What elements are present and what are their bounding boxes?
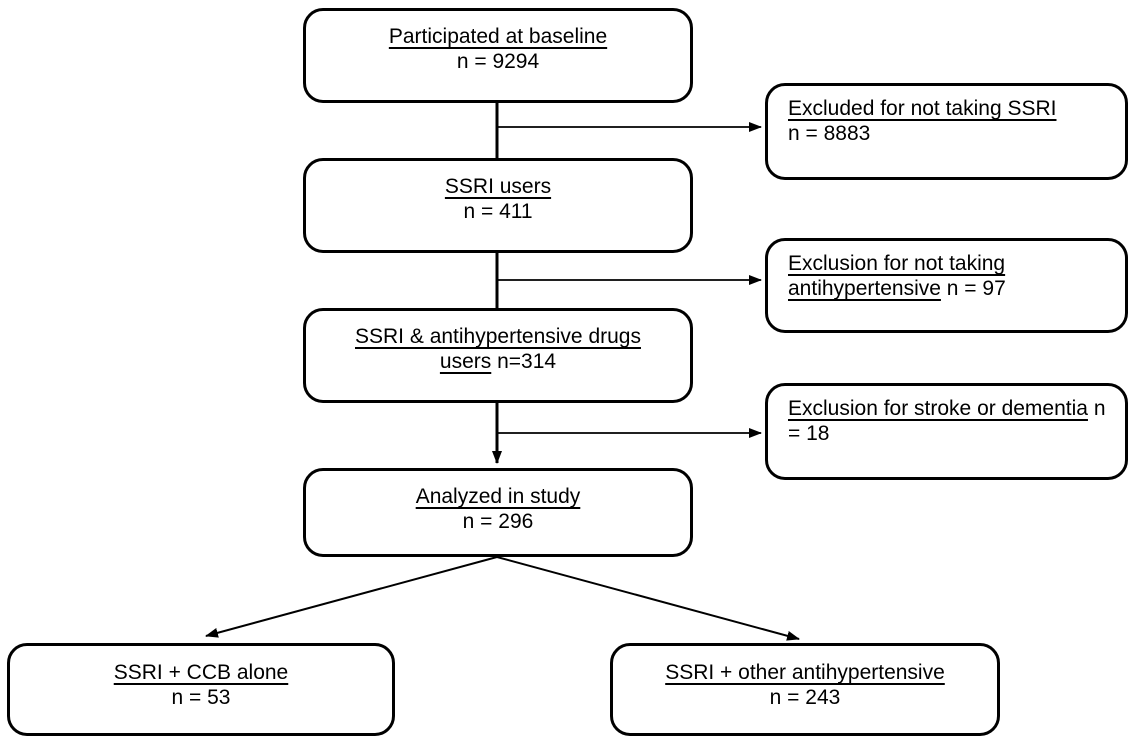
exclusion-box-stroke-or-dementia: Exclusion for stroke or dementia n = 18 bbox=[765, 383, 1128, 480]
box-label: SSRI & antihypertensive drugs users bbox=[355, 325, 641, 373]
box-count: n = 18 bbox=[788, 397, 1106, 445]
box-count: n = 9294 bbox=[456, 50, 540, 73]
box-count: n=314 bbox=[497, 350, 557, 373]
flow-box-ssri-users: SSRI users n = 411 bbox=[303, 158, 693, 253]
flow-box-ssri-antihypertensive-users: SSRI & antihypertensive drugs users n=31… bbox=[303, 308, 693, 403]
box-label: Exclusion for not taking antihypertensiv… bbox=[788, 252, 1006, 300]
box-label: Exclusion for stroke or dementia bbox=[788, 397, 1088, 420]
box-count: n = 97 bbox=[946, 277, 1006, 300]
connector-analyzed-to-ssri-other bbox=[496, 556, 800, 641]
box-count: n = 8883 bbox=[788, 122, 871, 145]
exclusion-box-not-taking-antihypertensive: Exclusion for not taking antihypertensiv… bbox=[765, 238, 1128, 333]
box-count: n = 53 bbox=[171, 686, 231, 709]
flow-box-participated-baseline: Participated at baseline n = 9294 bbox=[303, 8, 693, 103]
box-label: SSRI + CCB alone bbox=[113, 661, 289, 684]
box-label: Excluded for not taking SSRI bbox=[788, 97, 1057, 120]
outcome-box-ssri-other-antihypertensive: SSRI + other antihypertensive n = 243 bbox=[610, 643, 1000, 736]
outcome-box-ssri-ccb-alone: SSRI + CCB alone n = 53 bbox=[7, 643, 395, 736]
box-label: Analyzed in study bbox=[415, 485, 581, 508]
box-label: SSRI users bbox=[444, 175, 552, 198]
box-count: n = 411 bbox=[463, 200, 533, 223]
exclusion-box-not-taking-ssri: Excluded for not taking SSRI n = 8883 bbox=[765, 83, 1128, 180]
box-label: SSRI + other antihypertensive bbox=[665, 661, 945, 684]
connector-analyzed-to-ssri-ccb bbox=[205, 556, 498, 638]
flow-box-analyzed-in-study: Analyzed in study n = 296 bbox=[303, 468, 693, 557]
box-label: Participated at baseline bbox=[388, 25, 608, 48]
box-count: n = 296 bbox=[462, 510, 534, 533]
box-count: n = 243 bbox=[769, 686, 841, 709]
